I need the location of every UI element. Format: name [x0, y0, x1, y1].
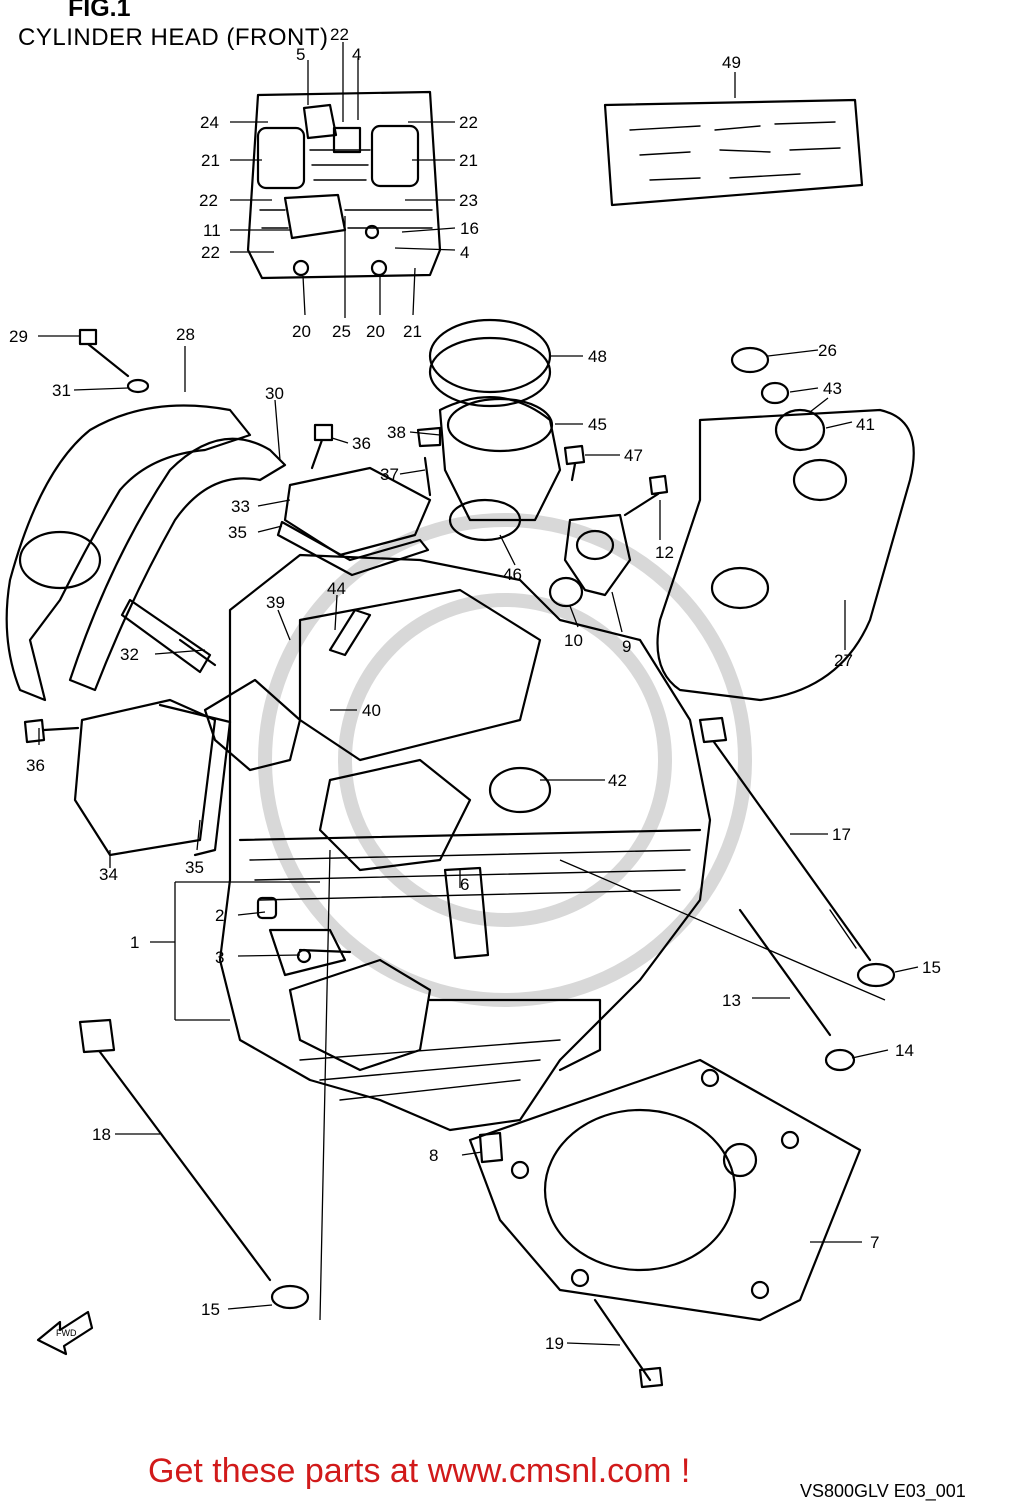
callout-19: 19	[545, 1334, 564, 1353]
callout-38: 38	[387, 423, 406, 442]
callout-46: 46	[503, 565, 522, 584]
figure-title: FIG.1	[68, 0, 131, 22]
part-spark-plug	[120, 598, 372, 772]
callout-3: 3	[215, 948, 224, 967]
callout-36: 36	[26, 756, 45, 775]
callout-49: 49	[722, 53, 741, 72]
callout-25: 25	[332, 322, 351, 341]
callout-26: 26	[818, 341, 837, 360]
callout-20: 20	[366, 322, 385, 341]
callout-2: 2	[215, 906, 224, 925]
callout-27: 27	[834, 651, 853, 670]
callout-33: 33	[231, 497, 250, 516]
callout-6: 6	[460, 875, 469, 894]
callout-28: 28	[176, 325, 195, 344]
callout-21: 21	[201, 151, 220, 170]
leader-lines	[38, 42, 919, 1346]
callout-41: 41	[856, 415, 875, 434]
callout-4: 4	[352, 45, 361, 64]
promo-text[interactable]: Get these parts at www.cmsnl.com !	[148, 1452, 691, 1490]
callout-4: 4	[460, 243, 469, 262]
callout-5: 5	[296, 45, 305, 64]
callout-22: 22	[330, 25, 349, 44]
callout-17: 17	[832, 825, 851, 844]
callout-8: 8	[429, 1146, 438, 1165]
callout-34: 34	[99, 865, 118, 884]
callout-22: 22	[201, 243, 220, 262]
callout-12: 12	[655, 543, 674, 562]
callout-7: 7	[870, 1233, 879, 1252]
part-gasket-sheet	[603, 98, 864, 207]
callout-16: 16	[460, 219, 479, 238]
part-fasteners	[78, 716, 896, 1389]
callout-30: 30	[265, 384, 284, 403]
part-small-covers	[23, 423, 442, 857]
callout-24: 24	[200, 113, 219, 132]
callout-35: 35	[228, 523, 247, 542]
callout-9: 9	[622, 637, 631, 656]
part-head-top-view	[246, 90, 442, 280]
callout-42: 42	[608, 771, 627, 790]
callout-14: 14	[895, 1041, 914, 1060]
part-head-gasket	[468, 1058, 862, 1322]
callout-47: 47	[624, 446, 643, 465]
callout-21: 21	[403, 322, 422, 341]
callout-23: 23	[459, 191, 478, 210]
part-side-cover	[5, 328, 287, 702]
callout-15: 15	[201, 1300, 220, 1319]
callout-31: 31	[52, 381, 71, 400]
part-intake	[428, 318, 586, 542]
callout-48: 48	[588, 347, 607, 366]
callout-43: 43	[823, 379, 842, 398]
callout-40: 40	[362, 701, 381, 720]
figure-subtitle: CYLINDER HEAD (FRONT)	[18, 24, 329, 51]
callout-37: 37	[380, 465, 399, 484]
callout-39: 39	[266, 593, 285, 612]
diagram-code: VS800GLV E03_001	[800, 1481, 966, 1501]
callout-13: 13	[722, 991, 741, 1010]
callout-20: 20	[292, 322, 311, 341]
callout-15: 15	[922, 958, 941, 977]
callout-22: 22	[199, 191, 218, 210]
callout-18: 18	[92, 1125, 111, 1144]
callout-32: 32	[120, 645, 139, 664]
callout-11: 11	[203, 221, 221, 240]
part-fitting	[548, 474, 669, 608]
part-cylinder-head	[218, 553, 712, 1132]
callout-35: 35	[185, 858, 204, 877]
callout-22: 22	[459, 113, 478, 132]
callout-10: 10	[564, 631, 583, 650]
callout-36: 36	[352, 434, 371, 453]
callout-1: 1	[130, 933, 139, 952]
callout-21: 21	[459, 151, 478, 170]
callout-29: 29	[9, 327, 28, 346]
fwd-label: FWD	[56, 1328, 77, 1338]
callout-44: 44	[327, 579, 346, 598]
part-right-cover	[656, 346, 915, 702]
callout-45: 45	[588, 415, 607, 434]
fwd-arrow-icon: FWD	[36, 1310, 94, 1356]
